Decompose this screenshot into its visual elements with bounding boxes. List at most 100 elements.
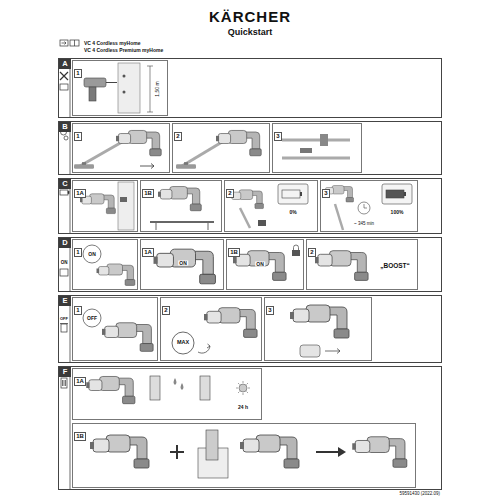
section-panel: C1A1B23 (58, 178, 442, 234)
step-panel: 1A (72, 180, 138, 232)
illustration-shape (206, 430, 218, 460)
step-panel: 1B (72, 423, 416, 488)
illustration-shape (140, 164, 154, 169)
switch-text: ON (255, 262, 265, 267)
step-number: 3 (266, 306, 273, 315)
step-number: 2 (226, 189, 233, 198)
illustration-shape (80, 142, 122, 166)
illustration-shape (282, 139, 350, 142)
illustration-shape (382, 184, 412, 204)
switch-text: OFF (86, 316, 98, 321)
step-e (83, 305, 349, 357)
step-number: 3 (322, 189, 329, 198)
illustration-shape (83, 309, 101, 327)
step-panel: 2 (172, 123, 270, 173)
illustration-shape (320, 134, 328, 146)
illustration-shape (89, 87, 96, 101)
illustration-shape (335, 204, 343, 230)
illustration-shape (292, 250, 300, 256)
page-title: Quickstart (228, 28, 273, 37)
time-text: 24 h (237, 405, 249, 410)
step-b (74, 130, 350, 168)
switch-text: ON (178, 261, 188, 266)
section-letter: A (59, 59, 71, 69)
step-panel: 1A (140, 239, 224, 290)
illustration-shape (70, 366, 71, 490)
section-letter: F (59, 367, 71, 377)
illustration-shape (60, 190, 68, 195)
step-number: 1 (74, 132, 81, 141)
step-number: 1 (74, 306, 81, 315)
step-panel: 1 (72, 123, 170, 173)
step-number: 2 (162, 306, 169, 315)
illustration-shape (158, 187, 201, 211)
illustration-shape (200, 376, 210, 400)
illustration-shape (300, 345, 320, 357)
brand-logo: KÄRCHER (209, 9, 291, 24)
illustration-shape (63, 380, 66, 386)
illustration-shape (325, 349, 340, 354)
illustration-shape (172, 332, 194, 354)
illustration-shape (282, 157, 350, 160)
illustration-shape (106, 82, 117, 83)
illustration-shape (61, 324, 67, 332)
step-a1 (84, 63, 153, 113)
illustration-shape (68, 192, 69, 194)
document-number: 59591430 (2022.09) (399, 492, 440, 497)
illustration-shape (120, 197, 127, 202)
illustration-shape (198, 344, 210, 353)
section-panel: A1 (58, 58, 442, 118)
illustration-shape (83, 245, 101, 263)
step-number: 2 (174, 132, 181, 141)
illustration-shape (316, 451, 338, 453)
illustration-shape (364, 204, 367, 208)
illustration-shape (61, 378, 67, 388)
illustration-shape (352, 437, 407, 468)
illustration-shape (294, 245, 299, 250)
illustration-shape (123, 91, 126, 94)
illustration-shape (150, 66, 151, 112)
setting-text: MAX (176, 340, 190, 346)
step-panel: 1B (140, 180, 222, 232)
illustration-shape (118, 182, 134, 230)
illustration-shape (60, 72, 68, 80)
illustration-shape (300, 148, 312, 153)
step-panel: 1A (72, 368, 262, 420)
illustration-shape (156, 222, 157, 230)
illustration-shape (233, 251, 286, 281)
illustration-shape (90, 435, 149, 468)
illustration-shape (315, 251, 368, 281)
step-number: 1B (228, 248, 240, 257)
charge-level: 0% (288, 210, 297, 215)
illustration-shape (60, 323, 68, 324)
illustration-shape (230, 190, 263, 209)
model-name: VC 4 Cordless myHome (84, 41, 140, 46)
switch-text: ON (60, 261, 69, 266)
illustration-shape (236, 381, 250, 395)
header-icons (60, 40, 79, 46)
section-panel: F1A 1B (58, 366, 442, 490)
step-number: 1 (74, 248, 81, 257)
illustration-shape (386, 190, 404, 198)
illustration-shape (147, 112, 153, 113)
step-panel: 3 (264, 297, 372, 361)
dimension-label: 1,50 m (155, 80, 160, 97)
illustration-shape (70, 40, 79, 46)
illustration-shape (239, 384, 247, 392)
illustration-shape (64, 136, 68, 140)
illustration-shape (208, 222, 209, 230)
illustration-shape (174, 378, 184, 390)
step-number: 1A (74, 377, 86, 386)
illustration-shape (62, 42, 67, 45)
illustration-shape (338, 447, 346, 457)
section-letter: B (59, 122, 71, 132)
illustration-shape (74, 40, 75, 46)
step-panel: 1B (226, 239, 304, 290)
illustration-shape (84, 78, 106, 87)
step-number: 2 (308, 248, 315, 257)
illustration-shape (300, 192, 302, 196)
illustration-shape (204, 308, 257, 338)
step-number: 3 (274, 132, 281, 141)
illustration-shape (170, 445, 184, 459)
step-panel: 2 (160, 297, 262, 361)
